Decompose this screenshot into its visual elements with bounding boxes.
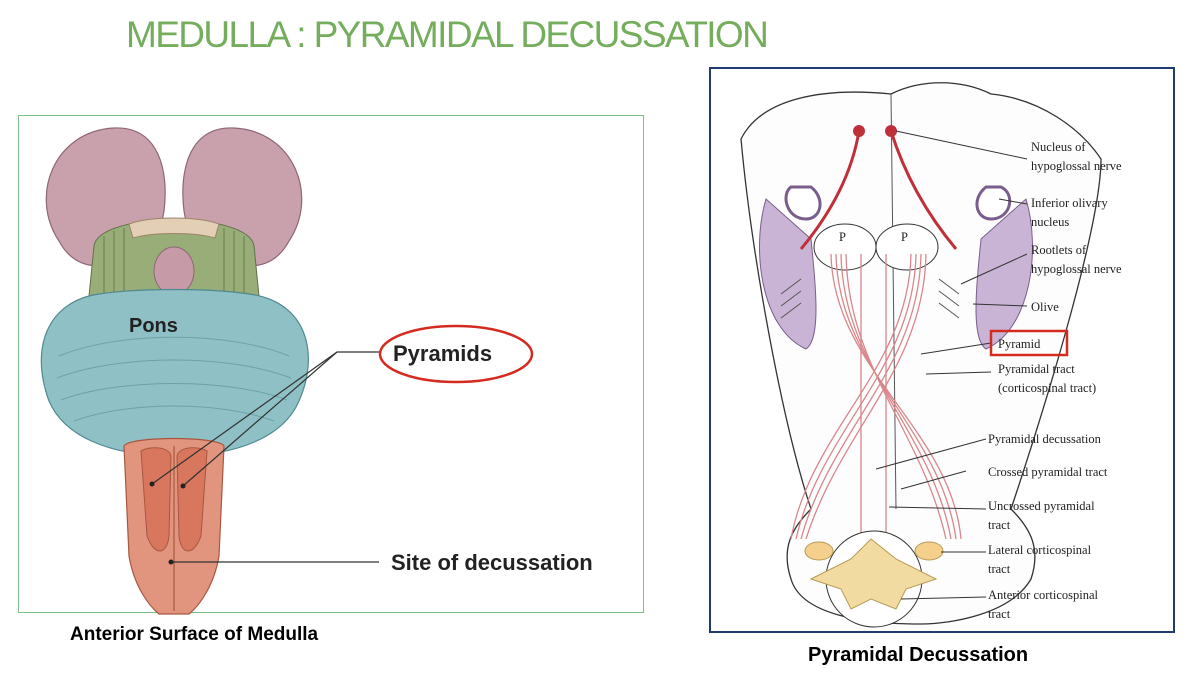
label-rootlets-l1: Rootlets of [1031, 243, 1087, 257]
label-tract-l2: (corticospinal tract) [998, 381, 1096, 395]
right-hypoglossal-nucleus [885, 125, 897, 137]
decussation-dot [168, 559, 174, 565]
left-caption: Anterior Surface of Medulla [70, 624, 319, 645]
label-olivary-l2: nucleus [1031, 215, 1069, 229]
p-mark-right: P [901, 230, 908, 244]
site-of-decussation-label: Site of decussation [391, 550, 593, 575]
label-lateral-l1: Lateral corticospinal [988, 543, 1092, 557]
grey-matter-shape [809, 538, 938, 610]
label-crossed: Crossed pyramidal tract [988, 465, 1108, 479]
label-anterior-l1: Anterior corticospinal [988, 588, 1099, 602]
label-decussation: Pyramidal decussation [988, 432, 1102, 446]
optic-chiasm-shape [128, 217, 220, 239]
right-caption: Pyramidal Decussation [808, 644, 1029, 666]
pons-label: Pons [129, 315, 178, 337]
label-rootlets-l2: hypoglossal nerve [1031, 262, 1122, 276]
left-pyramid-shape [140, 447, 172, 552]
label-uncrossed-l2: tract [988, 518, 1011, 532]
label-anterior-l2: tract [988, 607, 1011, 621]
label-tract-l1: Pyramidal tract [998, 362, 1075, 376]
p-mark-left: P [839, 230, 846, 244]
label-pyramid: Pyramid [998, 337, 1041, 351]
left-olivary-nucleus [784, 185, 822, 221]
right-olivary-nucleus [975, 185, 1012, 221]
left-hypoglossal-nucleus [853, 125, 865, 137]
label-olivary-l1: Inferior olivary [1031, 196, 1108, 210]
decussation-drawing: P P [740, 82, 1122, 628]
pyramids-label: Pyramids [393, 341, 492, 366]
pyramids-highlight-ellipse [378, 324, 534, 384]
pyramid-highlight-box [989, 329, 1069, 357]
brainstem-drawing: Pons Pyramids Site of decussation [40, 127, 593, 615]
decussation-diagram: P P [709, 67, 1175, 633]
left-lateral-tract-section [804, 541, 834, 561]
right-lateral-tract-section [914, 541, 944, 561]
left-pyramid-dot [149, 481, 155, 487]
label-nucleus-l1: Nucleus of [1031, 140, 1086, 154]
label-nucleus-l2: hypoglossal nerve [1031, 159, 1122, 173]
page-title: MEDULLA : PYRAMIDAL DECUSSATION [126, 14, 769, 55]
right-pyramid-dot [180, 483, 186, 489]
mammillary-bodies [153, 246, 195, 296]
label-olive: Olive [1031, 300, 1059, 314]
right-pyramid-oval [875, 223, 939, 271]
right-pyramid-shape [176, 447, 208, 552]
label-uncrossed-l1: Uncrossed pyramidal [988, 499, 1095, 513]
right-olive [975, 198, 1034, 350]
anterior-medulla-illustration: Pons Pyramids Site of decussation [18, 115, 644, 615]
left-olive [758, 198, 817, 350]
label-lateral-l2: tract [988, 562, 1011, 576]
